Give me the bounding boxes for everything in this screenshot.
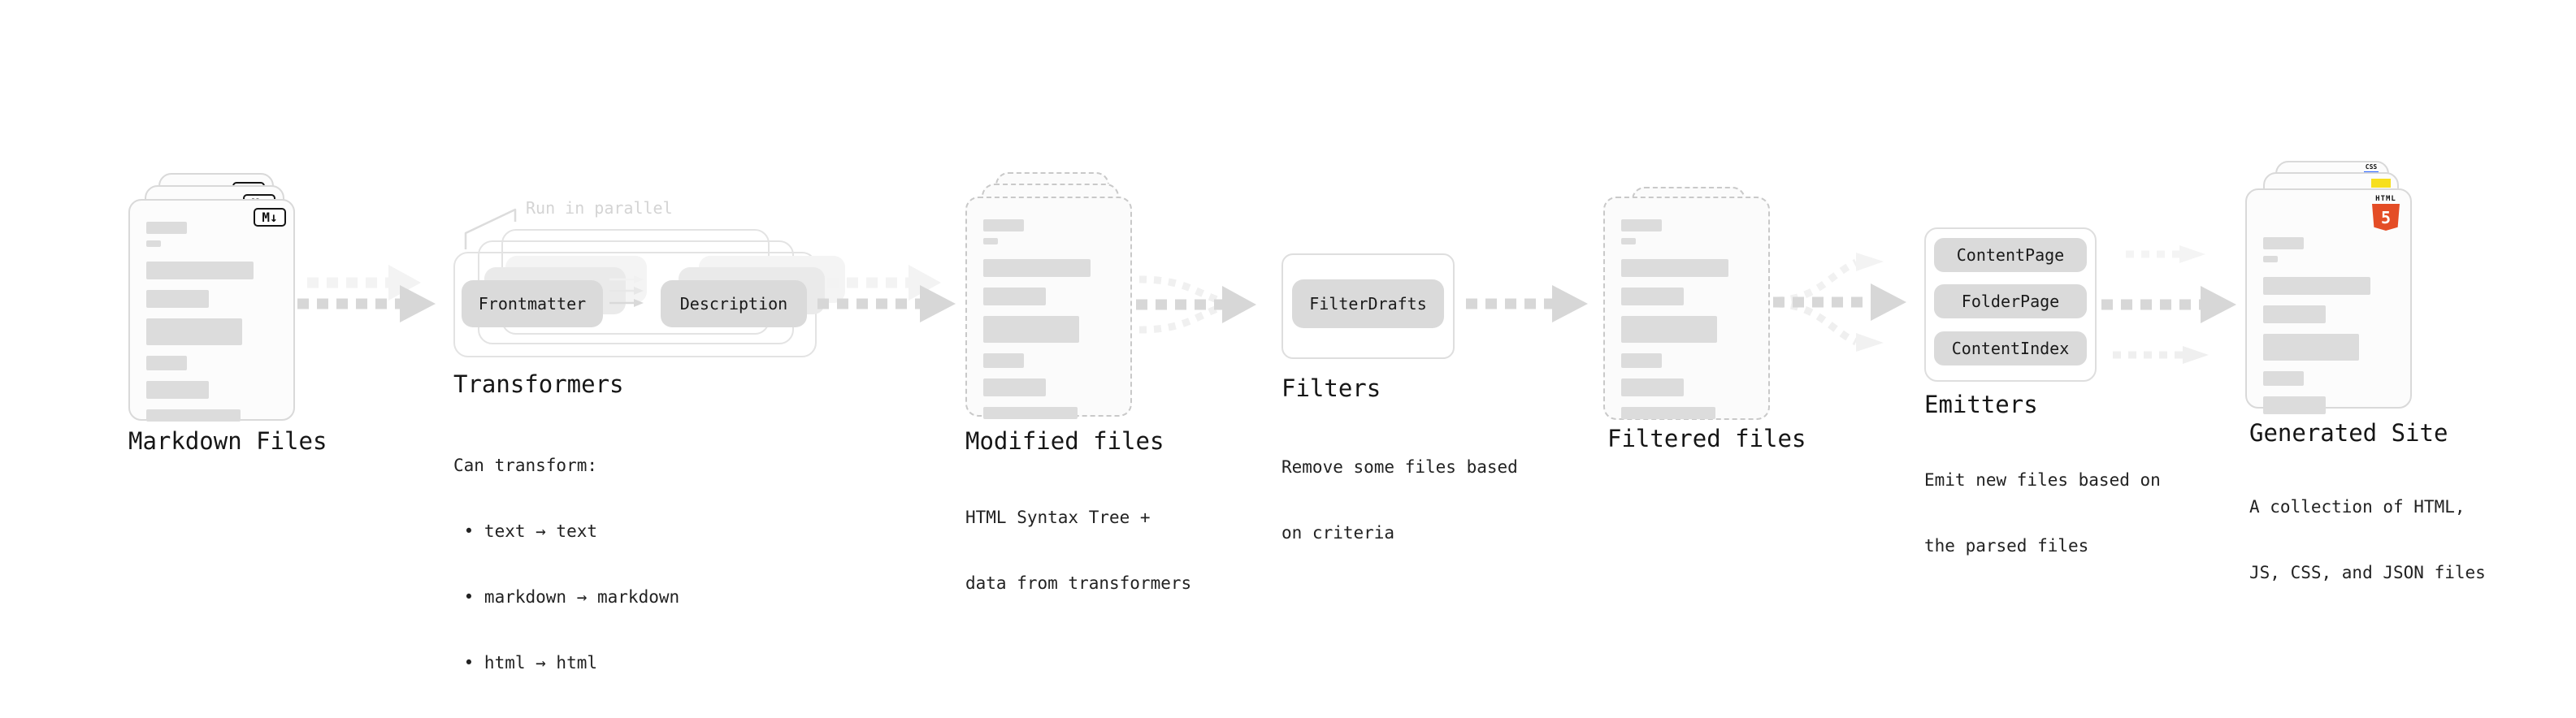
arrow-filters-to-filtered	[1466, 285, 1588, 322]
generated-site-description: A collection of HTML, JS, CSS, and JSON …	[2249, 497, 2486, 582]
generated-site-title: Generated Site	[2249, 419, 2448, 447]
folderpage-chip: FolderPage	[1934, 284, 2087, 318]
run-in-parallel-note: Run in parallel	[526, 198, 673, 218]
contentpage-chip: ContentPage	[1934, 238, 2087, 272]
arrow-transformers-to-modified	[817, 265, 956, 322]
filters-description: Remove some files based on criteria	[1281, 457, 1518, 543]
javascript-icon	[2371, 179, 2391, 188]
run-in-parallel-leader-line	[464, 208, 517, 249]
transformers-description: Can transform: • text → text • markdown …	[453, 456, 680, 673]
markdown-file-card: M↓	[128, 199, 295, 422]
transformers-title: Transformers	[453, 370, 624, 398]
document-placeholder-lines	[146, 222, 277, 422]
arrow-filtered-to-emitters	[1773, 253, 1906, 352]
frontmatter-chip: Frontmatter	[462, 280, 603, 327]
parallel-flow-arrows-icon	[609, 275, 644, 307]
contentindex-chip: ContentIndex	[1934, 331, 2087, 365]
modified-files-description: HTML Syntax Tree + data from transformer…	[965, 508, 1192, 593]
document-placeholder-lines	[2263, 237, 2394, 425]
modified-files-title: Modified files	[965, 427, 1164, 455]
arrow-modified-to-filters	[1136, 275, 1256, 334]
document-placeholder-lines	[983, 219, 1114, 419]
description-chip: Description	[661, 280, 807, 327]
markdown-files-title: Markdown Files	[128, 427, 327, 455]
html5-icon: HTML 5	[2370, 195, 2402, 231]
emitters-description: Emit new files based on the parsed files	[1924, 470, 2161, 556]
filters-title: Filters	[1281, 374, 1381, 402]
arrow-markdown-to-transformers	[297, 265, 436, 322]
pipeline-diagram: M↓ M↓ M↓ Markdown Files Frontmatter Desc…	[128, 161, 2486, 673]
document-placeholder-lines	[1621, 219, 1752, 419]
markdown-icon: M↓	[254, 208, 286, 227]
filterdrafts-chip: FilterDrafts	[1292, 279, 1444, 328]
filtered-file-card	[1603, 197, 1770, 420]
filtered-files-title: Filtered files	[1607, 425, 1806, 452]
arrow-emitters-to-site	[2101, 245, 2236, 364]
site-file-card-html: HTML 5	[2245, 188, 2412, 414]
emitters-title: Emitters	[1924, 391, 2038, 418]
modified-file-card	[965, 197, 1132, 419]
